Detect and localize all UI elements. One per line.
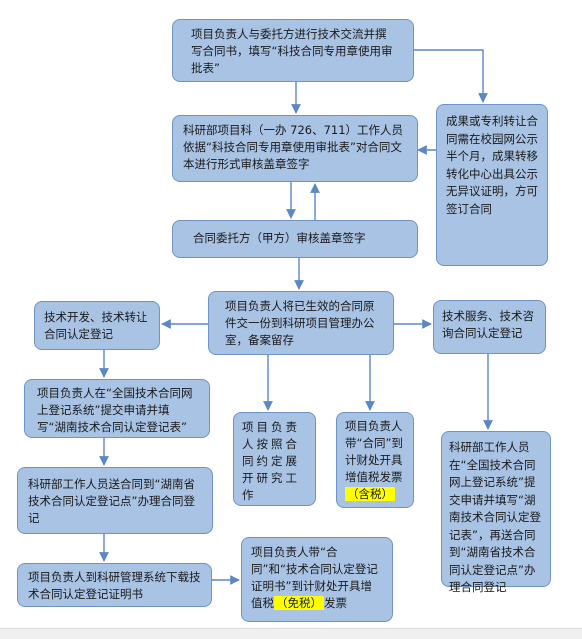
step-invoice-taxed: 项目负责人带“合同”到计财处开具增值税发票 （含税） (336, 412, 414, 508)
branch-service-consult-text: 技术服务、技术咨询合同认定登记 (442, 309, 534, 340)
step-research-work: 项目负责人按照合同约定展开研究工作 (233, 412, 316, 506)
step-formal-review-text: 科研部项目科（一办 726、711）工作人员依据“科技合同专用章使用审批表”对合… (183, 123, 404, 171)
branch-dev-transfer-text: 技术开发、技术转让合同认定登记 (44, 310, 148, 341)
step-research-work-text: 项目负责人按照合同约定展开研究工作 (242, 420, 300, 502)
step-draft-contract: 项目负责人与委托方进行技术交流并撰写合同书，填写“科技合同专用章使用审批表” (172, 19, 414, 82)
step-formal-review: 科研部项目科（一办 726、711）工作人员依据“科技合同专用章使用审批表”对合… (172, 115, 418, 182)
step-download-certificate: 项目负责人到科研管理系统下载技术合同认定登记证明书 (17, 563, 212, 607)
branch-service-consult: 技术服务、技术咨询合同认定登记 (433, 300, 546, 354)
tax-included-highlight: （含税） (345, 487, 395, 501)
step-invoice-taxed-text: 项目负责人带“合同”到计财处开具增值税发票 (345, 419, 403, 484)
step-draft-contract-text: 项目负责人与委托方进行技术交流并撰写合同书，填写“科技合同专用章使用审批表” (191, 27, 393, 75)
step-client-sign: 合同委托方（甲方）审核盖章签字 (172, 220, 418, 258)
step-online-register: 项目负责人在“全国技术合同网上登记系统”提交申请并填写“湖南技术合同认定登记表” (24, 379, 210, 438)
step-online-register-text: 项目负责人在“全国技术合同网上登记系统”提交申请并填写“湖南技术合同认定登记表” (37, 386, 193, 434)
step-invoice-exempt: 项目负责人带“合同”和“技术合同认定登记证明书”到计财处开具增值税（免税）发票 (241, 537, 393, 622)
step-deliver-contract: 科研部工作人员送合同到“湖南省技术合同认定登记点”办理合同登记 (17, 467, 213, 534)
step-deliver-contract-text: 科研部工作人员送合同到“湖南省技术合同认定登记点”办理合同登记 (28, 477, 195, 525)
arrow-b1-b3 (414, 49, 488, 103)
branch-dev-transfer: 技术开发、技术转让合同认定登记 (34, 301, 160, 350)
step-invoice-exempt-suffix: 发票 (324, 596, 347, 610)
step-transfer-publicity: 成果或专利转让合同需在校园网公示半个月，成果转移转化中心出具公示无异议证明，方可… (436, 104, 548, 266)
step-invoice-exempt-text: 项目负责人带“合同”和“技术合同认定登记证明书”到计财处开具增值税 (251, 545, 378, 610)
step-download-certificate-text: 项目负责人到科研管理系统下载技术合同认定登记证明书 (28, 570, 201, 601)
step-file-original-text: 项目负责人将已生效的合同原件交一份到科研项目管理办公室，备案留存 (225, 299, 375, 347)
step-client-sign-text: 合同委托方（甲方）审核盖章签字 (193, 231, 366, 245)
step-staff-register-text: 科研部工作人员在“全国技术合同网上登记系统”提交申请并填写“湖南技术合同认定登记… (449, 440, 541, 594)
step-staff-register: 科研部工作人员在“全国技术合同网上登记系统”提交申请并填写“湖南技术合同认定登记… (441, 431, 551, 594)
bottom-bar (0, 628, 582, 639)
tax-exempt-highlight: （免税） (274, 596, 324, 610)
step-file-original: 项目负责人将已生效的合同原件交一份到科研项目管理办公室，备案留存 (208, 291, 394, 355)
step-transfer-publicity-text: 成果或专利转让合同需在校园网公示半个月，成果转移转化中心出具公示无异议证明，方可… (446, 114, 538, 216)
